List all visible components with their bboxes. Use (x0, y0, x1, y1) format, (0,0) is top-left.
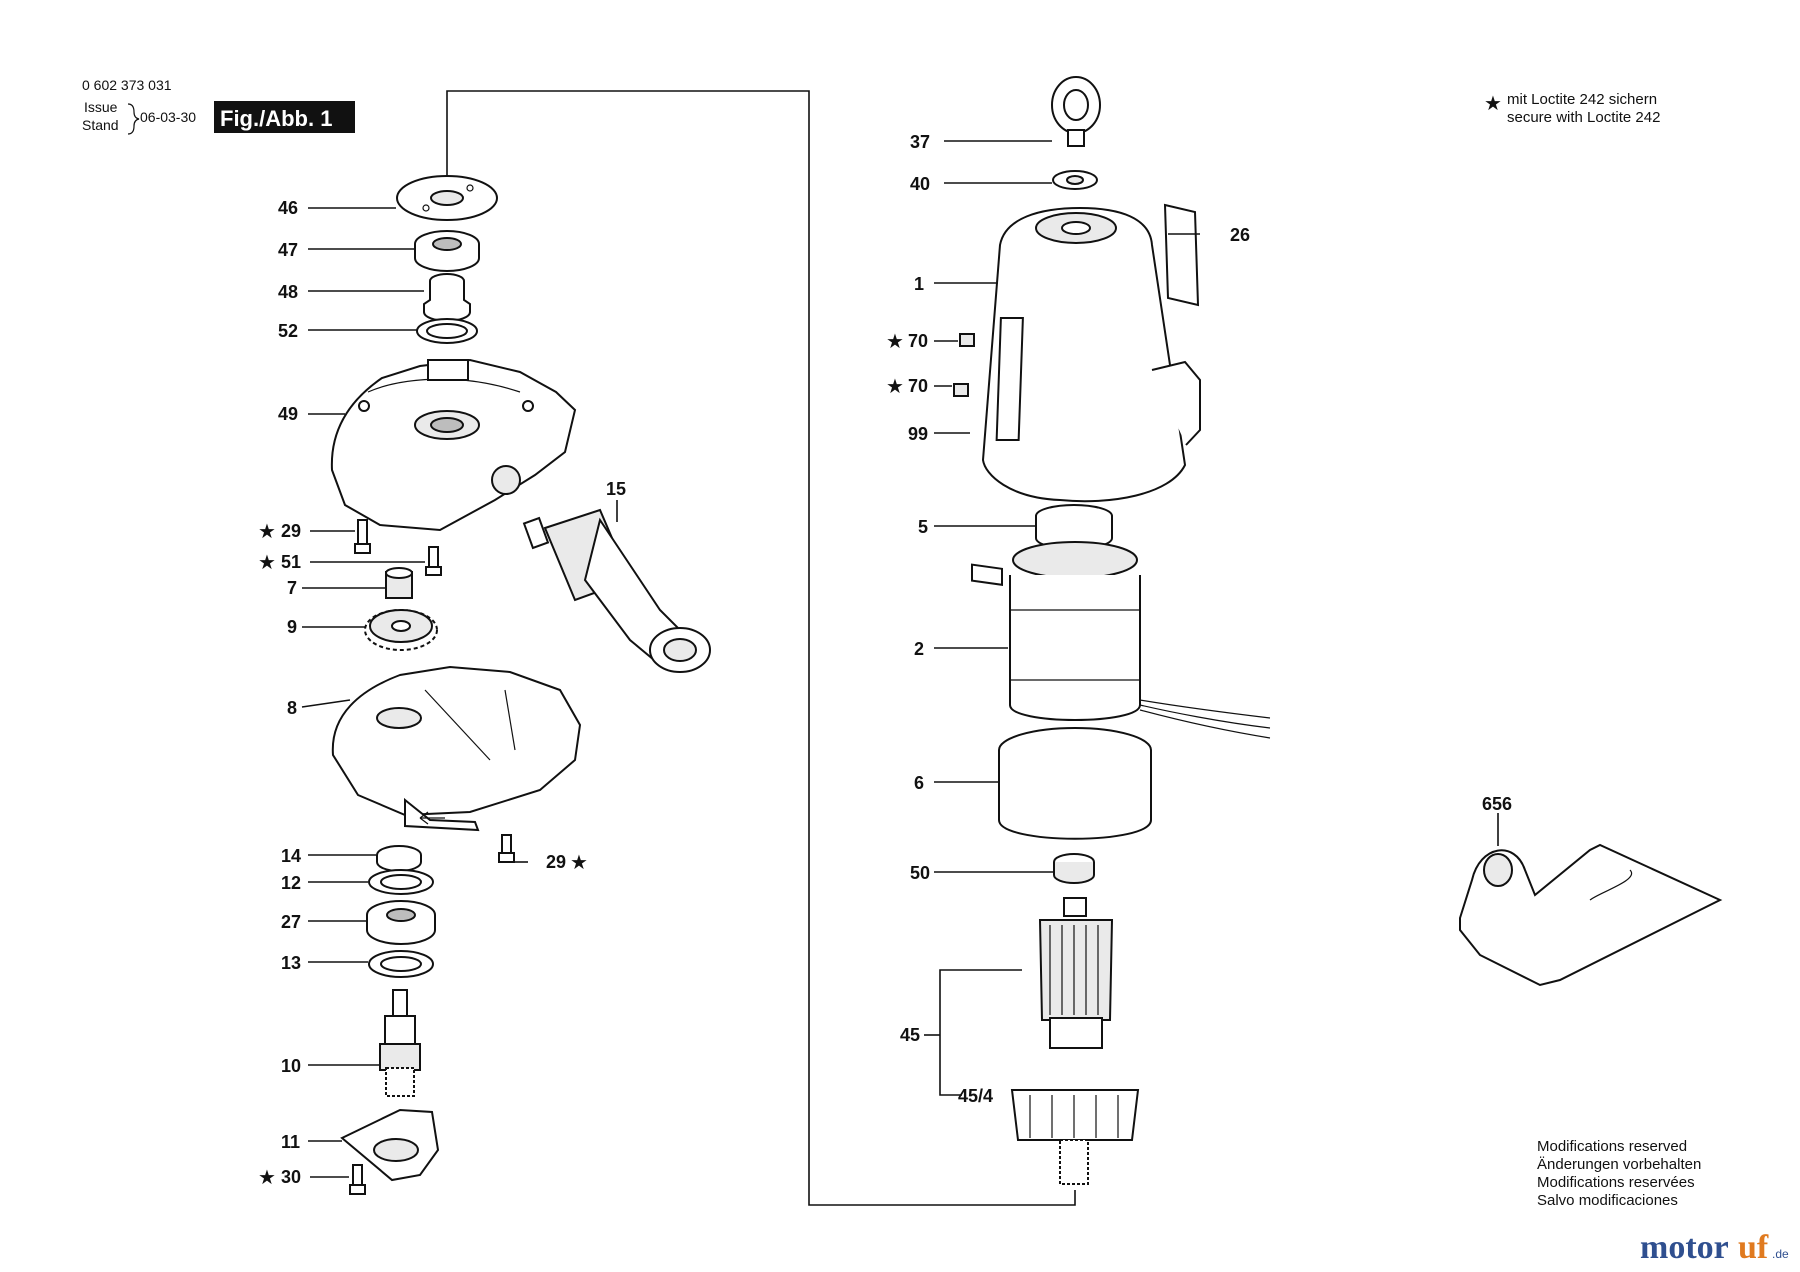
stand-label: Stand (82, 117, 119, 133)
part-2-stator (1009, 541, 1271, 739)
modifications-line-2: Änderungen vorbehalten (1537, 1156, 1701, 1173)
label-2: 2 (914, 639, 924, 659)
label-8: 8 (287, 698, 297, 718)
loctite-note: ★ mit Loctite 242 sichern secure with Lo… (1484, 91, 1660, 126)
label-37: 37 (910, 132, 930, 152)
part-656-guard-bracket (1459, 843, 1723, 987)
label-50: 50 (910, 863, 930, 883)
part-1-motor-housing (981, 206, 1201, 503)
modifications-note: Modifications reserved Änderungen vorbeh… (1537, 1138, 1701, 1209)
part-8-bearing-flange (331, 665, 582, 832)
part-labels: 46 47 48 52 49 ★ 29 ★ 51 7 9 8 14 12 27 … (258, 132, 1512, 1189)
modifications-line-1: Modifications reserved (1537, 1138, 1687, 1155)
label-52: 52 (278, 321, 298, 341)
part-14-ring (376, 845, 422, 872)
star-icon: ★ (258, 521, 276, 543)
star-icon: ★ (258, 552, 276, 574)
label-10: 10 (281, 1056, 301, 1076)
label-70-b: 70 (908, 376, 928, 396)
modifications-line-4: Salvo modificaciones (1537, 1192, 1678, 1209)
figure-badge (214, 101, 355, 133)
star-icon: ★ (258, 1167, 276, 1189)
part-37-eye-bolt (1051, 76, 1101, 147)
star-icon: ★ (886, 376, 904, 398)
label-29-b: 29 (546, 852, 566, 872)
part-15-side-handle (522, 508, 711, 673)
part-26-label (1163, 203, 1200, 307)
part-47-bearing (414, 230, 480, 272)
part-29-screw-a (354, 519, 371, 554)
label-99: 99 (908, 424, 928, 444)
label-5: 5 (918, 517, 928, 537)
label-49: 49 (278, 404, 298, 424)
figure-label: Fig./Abb. 1 (220, 106, 332, 131)
part-6-housing-ring (998, 727, 1152, 840)
loctite-note-de: mit Loctite 242 sichern (1507, 91, 1657, 108)
part-40-washer (1052, 170, 1098, 190)
label-1: 1 (914, 274, 924, 294)
part-48-sleeve (423, 273, 471, 322)
part-45-armature (1010, 897, 1140, 1185)
label-47: 47 (278, 240, 298, 260)
label-45-4: 45/4 (958, 1086, 993, 1106)
brand-logo: motor uf .de (1640, 1229, 1789, 1266)
armature-bracket-line (939, 969, 1022, 1096)
leader-lines (301, 140, 1499, 1178)
label-14: 14 (281, 846, 301, 866)
label-48: 48 (278, 282, 298, 302)
label-46: 46 (278, 198, 298, 218)
part-7-needle-bearing (385, 567, 413, 599)
brand-text-c: .de (1772, 1247, 1789, 1261)
part-11-flange (340, 1108, 440, 1182)
assembly-connection-line (446, 90, 1076, 1206)
part-13-ring (368, 950, 434, 978)
label-29-a: 29 (281, 521, 301, 541)
part-70-screw-b (953, 383, 969, 397)
part-70-screw-a (959, 333, 975, 347)
part-number: 0 602 373 031 (82, 77, 172, 93)
part-99-nameplate (971, 563, 1003, 586)
part-49-gear-housing (330, 358, 577, 532)
label-11: 11 (281, 1132, 300, 1152)
label-51: 51 (281, 552, 301, 572)
star-icon: ★ (886, 331, 904, 353)
part-50-bearing (1053, 853, 1095, 884)
part-52-ring (416, 318, 478, 344)
loctite-note-en: secure with Loctite 242 (1507, 109, 1660, 126)
label-27: 27 (281, 912, 301, 932)
part-9-gear (364, 609, 438, 651)
brand-text-b: uf (1738, 1229, 1769, 1266)
part-5-ring (1035, 504, 1113, 550)
issue-date: 06-03-30 (140, 109, 196, 125)
part-12-washer (368, 869, 434, 895)
label-6: 6 (914, 773, 924, 793)
label-45: 45 (900, 1025, 920, 1045)
label-70-a: 70 (908, 331, 928, 351)
label-13: 13 (281, 953, 301, 973)
label-9: 9 (287, 617, 297, 637)
label-7: 7 (287, 578, 297, 598)
issue-label: Issue (84, 99, 118, 115)
part-46-flange-plate (396, 175, 498, 221)
label-15: 15 (606, 479, 626, 499)
part-10-spindle (379, 989, 421, 1097)
part-51-screw (425, 546, 442, 576)
label-40: 40 (910, 174, 930, 194)
modifications-line-3: Modifications reservées (1537, 1174, 1695, 1191)
part-29-screw-b (498, 834, 515, 863)
label-26: 26 (1230, 225, 1250, 245)
brace-icon (127, 103, 140, 135)
part-27-bearing (366, 900, 436, 945)
brand-text-a: motor (1640, 1229, 1729, 1266)
label-30: 30 (281, 1167, 301, 1187)
part-30-screw (349, 1164, 366, 1195)
star-icon: ★ (1484, 93, 1502, 115)
header-block: 0 602 373 031 Issue Stand 06-03-30 Fig./… (82, 77, 355, 135)
label-12: 12 (281, 873, 301, 893)
star-icon: ★ (570, 852, 588, 874)
label-656: 656 (1482, 794, 1512, 814)
